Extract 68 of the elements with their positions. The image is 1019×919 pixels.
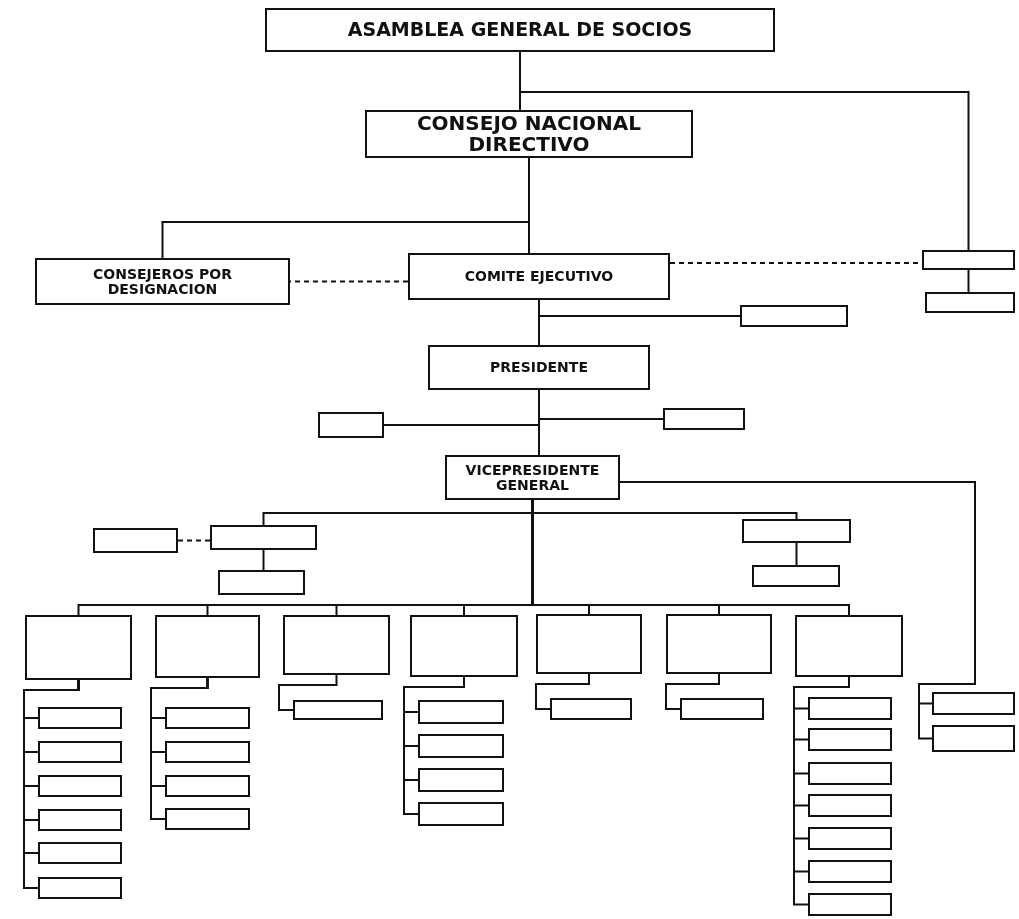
blank-org-box bbox=[808, 860, 892, 883]
blank-org-box bbox=[210, 525, 317, 550]
connector-line bbox=[403, 676, 465, 815]
connector-line bbox=[535, 673, 590, 710]
blank-org-box bbox=[418, 802, 504, 826]
blank-org-box bbox=[165, 775, 250, 797]
connector-line bbox=[665, 673, 720, 710]
box-label: CONSEJEROS POR DESIGNACION bbox=[92, 266, 233, 297]
org-box bbox=[428, 345, 650, 390]
blank-org-box bbox=[922, 250, 1015, 270]
connector-line bbox=[795, 542, 798, 566]
blank-org-box bbox=[418, 734, 504, 758]
blank-org-box bbox=[808, 697, 892, 720]
blank-org-box bbox=[742, 519, 851, 543]
blank-org-box bbox=[38, 842, 122, 864]
blank-org-box bbox=[808, 893, 892, 916]
box-label: VICEPRESIDENTE GENERAL bbox=[464, 462, 601, 493]
connector-line bbox=[23, 679, 80, 889]
connector-line bbox=[528, 157, 530, 254]
org-box bbox=[365, 110, 693, 158]
blank-org-box bbox=[752, 565, 840, 587]
org-box bbox=[265, 8, 775, 52]
box-label: COMITE EJECUTIVO bbox=[464, 269, 614, 284]
blank-org-box bbox=[808, 762, 892, 785]
blank-org-box bbox=[155, 615, 260, 678]
blank-org-box bbox=[93, 528, 178, 553]
connector-line bbox=[262, 549, 265, 571]
blank-org-box bbox=[25, 615, 132, 680]
org-box bbox=[408, 253, 670, 300]
connector-line bbox=[278, 674, 338, 711]
org-box bbox=[445, 455, 620, 500]
blank-org-box bbox=[932, 725, 1015, 752]
blank-org-box bbox=[795, 615, 903, 677]
blank-org-box bbox=[38, 741, 122, 763]
blank-org-box bbox=[808, 827, 892, 850]
connector-line bbox=[538, 389, 540, 456]
blank-org-box bbox=[536, 614, 642, 674]
blank-org-box bbox=[680, 698, 764, 720]
blank-org-box bbox=[318, 412, 384, 438]
dashed-connector bbox=[177, 539, 211, 542]
blank-org-box bbox=[165, 741, 250, 763]
blank-org-box bbox=[932, 692, 1015, 715]
blank-org-box bbox=[218, 570, 305, 595]
box-label: ASAMBLEA GENERAL DE SOCIOS bbox=[347, 20, 693, 40]
blank-org-box bbox=[808, 794, 892, 817]
connector-line bbox=[538, 299, 540, 346]
blank-org-box bbox=[165, 808, 250, 830]
blank-org-box bbox=[666, 614, 772, 674]
blank-org-box bbox=[38, 707, 122, 729]
blank-org-box bbox=[925, 292, 1015, 313]
blank-org-box bbox=[418, 768, 504, 792]
connector-line bbox=[967, 269, 970, 293]
blank-org-box bbox=[38, 775, 122, 797]
box-label: PRESIDENTE bbox=[490, 360, 588, 375]
blank-org-box bbox=[283, 615, 390, 675]
blank-org-box bbox=[550, 698, 632, 720]
blank-org-box bbox=[740, 305, 848, 327]
blank-org-box bbox=[808, 728, 892, 751]
org-box bbox=[35, 258, 290, 305]
blank-org-box bbox=[38, 809, 122, 831]
blank-org-box bbox=[663, 408, 745, 430]
connector-line bbox=[150, 677, 209, 820]
blank-org-box bbox=[38, 877, 122, 899]
blank-org-box bbox=[418, 700, 504, 724]
blank-org-box bbox=[293, 700, 383, 720]
box-label: CONSEJO NACIONAL DIRECTIVO bbox=[415, 113, 643, 155]
blank-org-box bbox=[165, 707, 250, 729]
blank-org-box bbox=[410, 615, 518, 677]
